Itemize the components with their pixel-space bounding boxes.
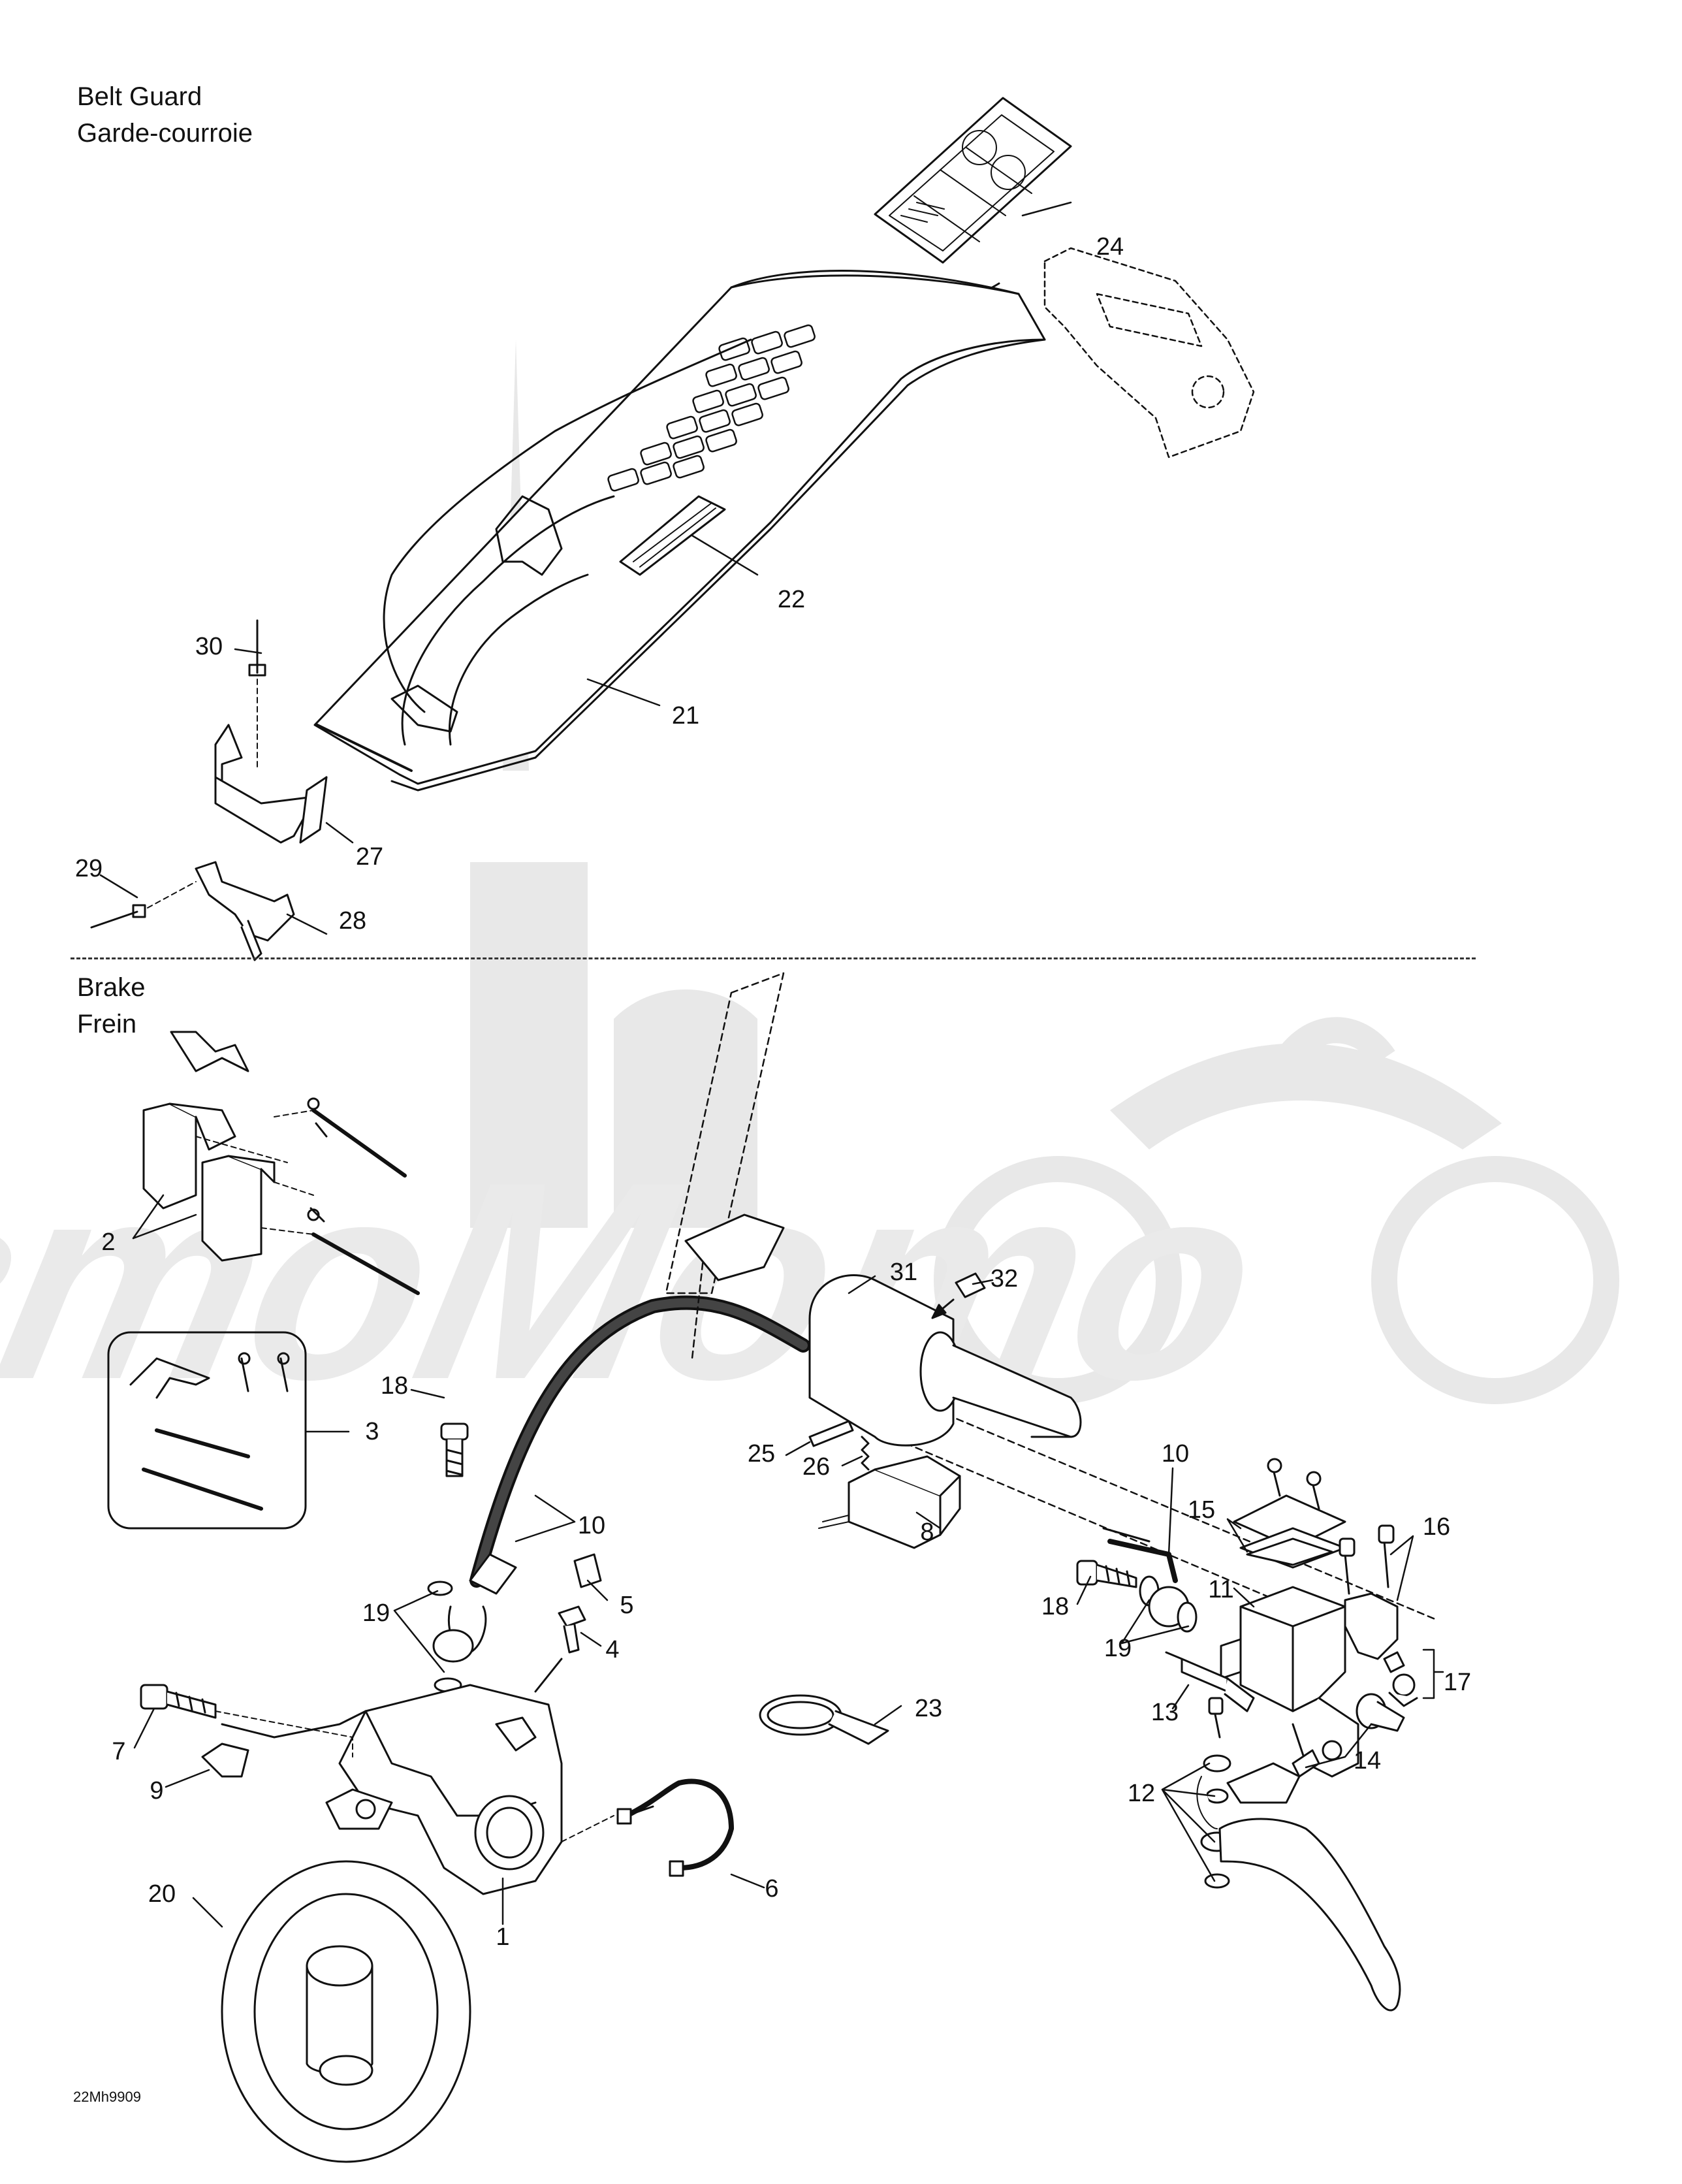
callout-19-left: 19 <box>362 1599 390 1627</box>
rivet-30 <box>248 619 266 771</box>
callout-17: 17 <box>1443 1669 1472 1696</box>
callout-3: 3 <box>365 1418 379 1445</box>
callout-31: 31 <box>889 1259 918 1286</box>
throttle-housing-31 <box>684 1213 1082 1447</box>
callout-25: 25 <box>747 1440 776 1468</box>
callout-6: 6 <box>765 1875 779 1903</box>
bracket-27 <box>214 724 328 844</box>
watermark-logo <box>470 340 1619 1404</box>
brake-disc-20 <box>221 1860 471 2163</box>
decal-24 <box>874 97 1072 264</box>
bolt-7 <box>140 1684 217 1719</box>
leader-lines <box>99 201 1444 1928</box>
brake-lever-12 <box>1196 1697 1401 2012</box>
callout-16: 16 <box>1422 1513 1451 1541</box>
callout-21: 21 <box>671 702 700 730</box>
label-32 <box>955 1272 986 1298</box>
callout-4: 4 <box>605 1636 620 1663</box>
callout-8: 8 <box>920 1518 934 1546</box>
callout-11: 11 <box>1208 1576 1234 1603</box>
callout-13: 13 <box>1150 1699 1179 1726</box>
callout-14: 14 <box>1353 1747 1382 1774</box>
clamp-16 <box>1339 1524 1399 1660</box>
cable-tie-23 <box>759 1694 889 1745</box>
screw-25 <box>808 1420 854 1447</box>
callout-1: 1 <box>496 1923 510 1951</box>
belt-guard-title: Belt Guard <box>77 82 202 111</box>
spring-26 <box>861 1436 870 1471</box>
master-cylinder-11 <box>1220 1586 1359 1778</box>
bracket-28 <box>195 861 295 961</box>
callout-22: 22 <box>777 586 806 613</box>
brake-title: Brake <box>77 973 146 1002</box>
brake-title-fr: Frein <box>77 1010 137 1038</box>
belt-guard-title-fr: Garde-courroie <box>77 119 253 148</box>
bleeder-cap-5 <box>573 1553 602 1588</box>
switch-8 <box>818 1455 961 1549</box>
callout-19-right: 19 <box>1103 1635 1132 1662</box>
bushings-14 <box>1292 1693 1405 1778</box>
piston-13 <box>1165 1651 1255 1712</box>
bracket-reference <box>1043 247 1255 458</box>
nuts-17 <box>1383 1651 1418 1707</box>
bleeder-4 <box>558 1605 586 1654</box>
callout-24: 24 <box>1096 233 1124 261</box>
caliper-1 <box>325 1684 563 1895</box>
callout-15: 15 <box>1187 1496 1216 1524</box>
callout-7: 7 <box>112 1738 126 1765</box>
diagram-code: 22Mh9909 <box>73 2089 141 2105</box>
callout-28: 28 <box>338 907 367 935</box>
callout-23: 23 <box>914 1695 943 1722</box>
reservoir-cover-15 <box>1233 1458 1346 1569</box>
callout-12: 12 <box>1127 1780 1156 1807</box>
callout-10-left: 10 <box>577 1512 606 1539</box>
leader-bleeder <box>534 1658 563 1693</box>
brake-pipe-6 <box>561 1778 734 1877</box>
callout-27: 27 <box>355 843 384 871</box>
banjo-bolt-18-left <box>427 1422 474 1693</box>
callout-29: 29 <box>74 855 103 882</box>
callout-26: 26 <box>802 1453 831 1481</box>
callout-10-right: 10 <box>1161 1440 1190 1468</box>
kit-box-3 <box>107 1331 307 1530</box>
decal-22 <box>619 495 726 576</box>
rivet-29 <box>90 881 197 929</box>
brake-line-10 <box>447 1295 810 1654</box>
callout-32: 32 <box>990 1265 1019 1293</box>
callout-9: 9 <box>150 1777 164 1805</box>
callout-18-left: 18 <box>380 1372 409 1400</box>
pins-clips <box>261 1097 420 1295</box>
clip-9 <box>201 1710 367 1778</box>
callout-2: 2 <box>101 1228 116 1256</box>
bolt-path <box>215 1710 353 1758</box>
callout-5: 5 <box>620 1592 634 1619</box>
callout-20: 20 <box>148 1880 176 1908</box>
brake-pads-2 <box>142 1031 314 1262</box>
callout-18-right: 18 <box>1041 1593 1070 1620</box>
callout-30: 30 <box>195 633 223 660</box>
banjo-bolt-18-right <box>1076 1527 1198 1633</box>
section-divider <box>71 957 1476 959</box>
